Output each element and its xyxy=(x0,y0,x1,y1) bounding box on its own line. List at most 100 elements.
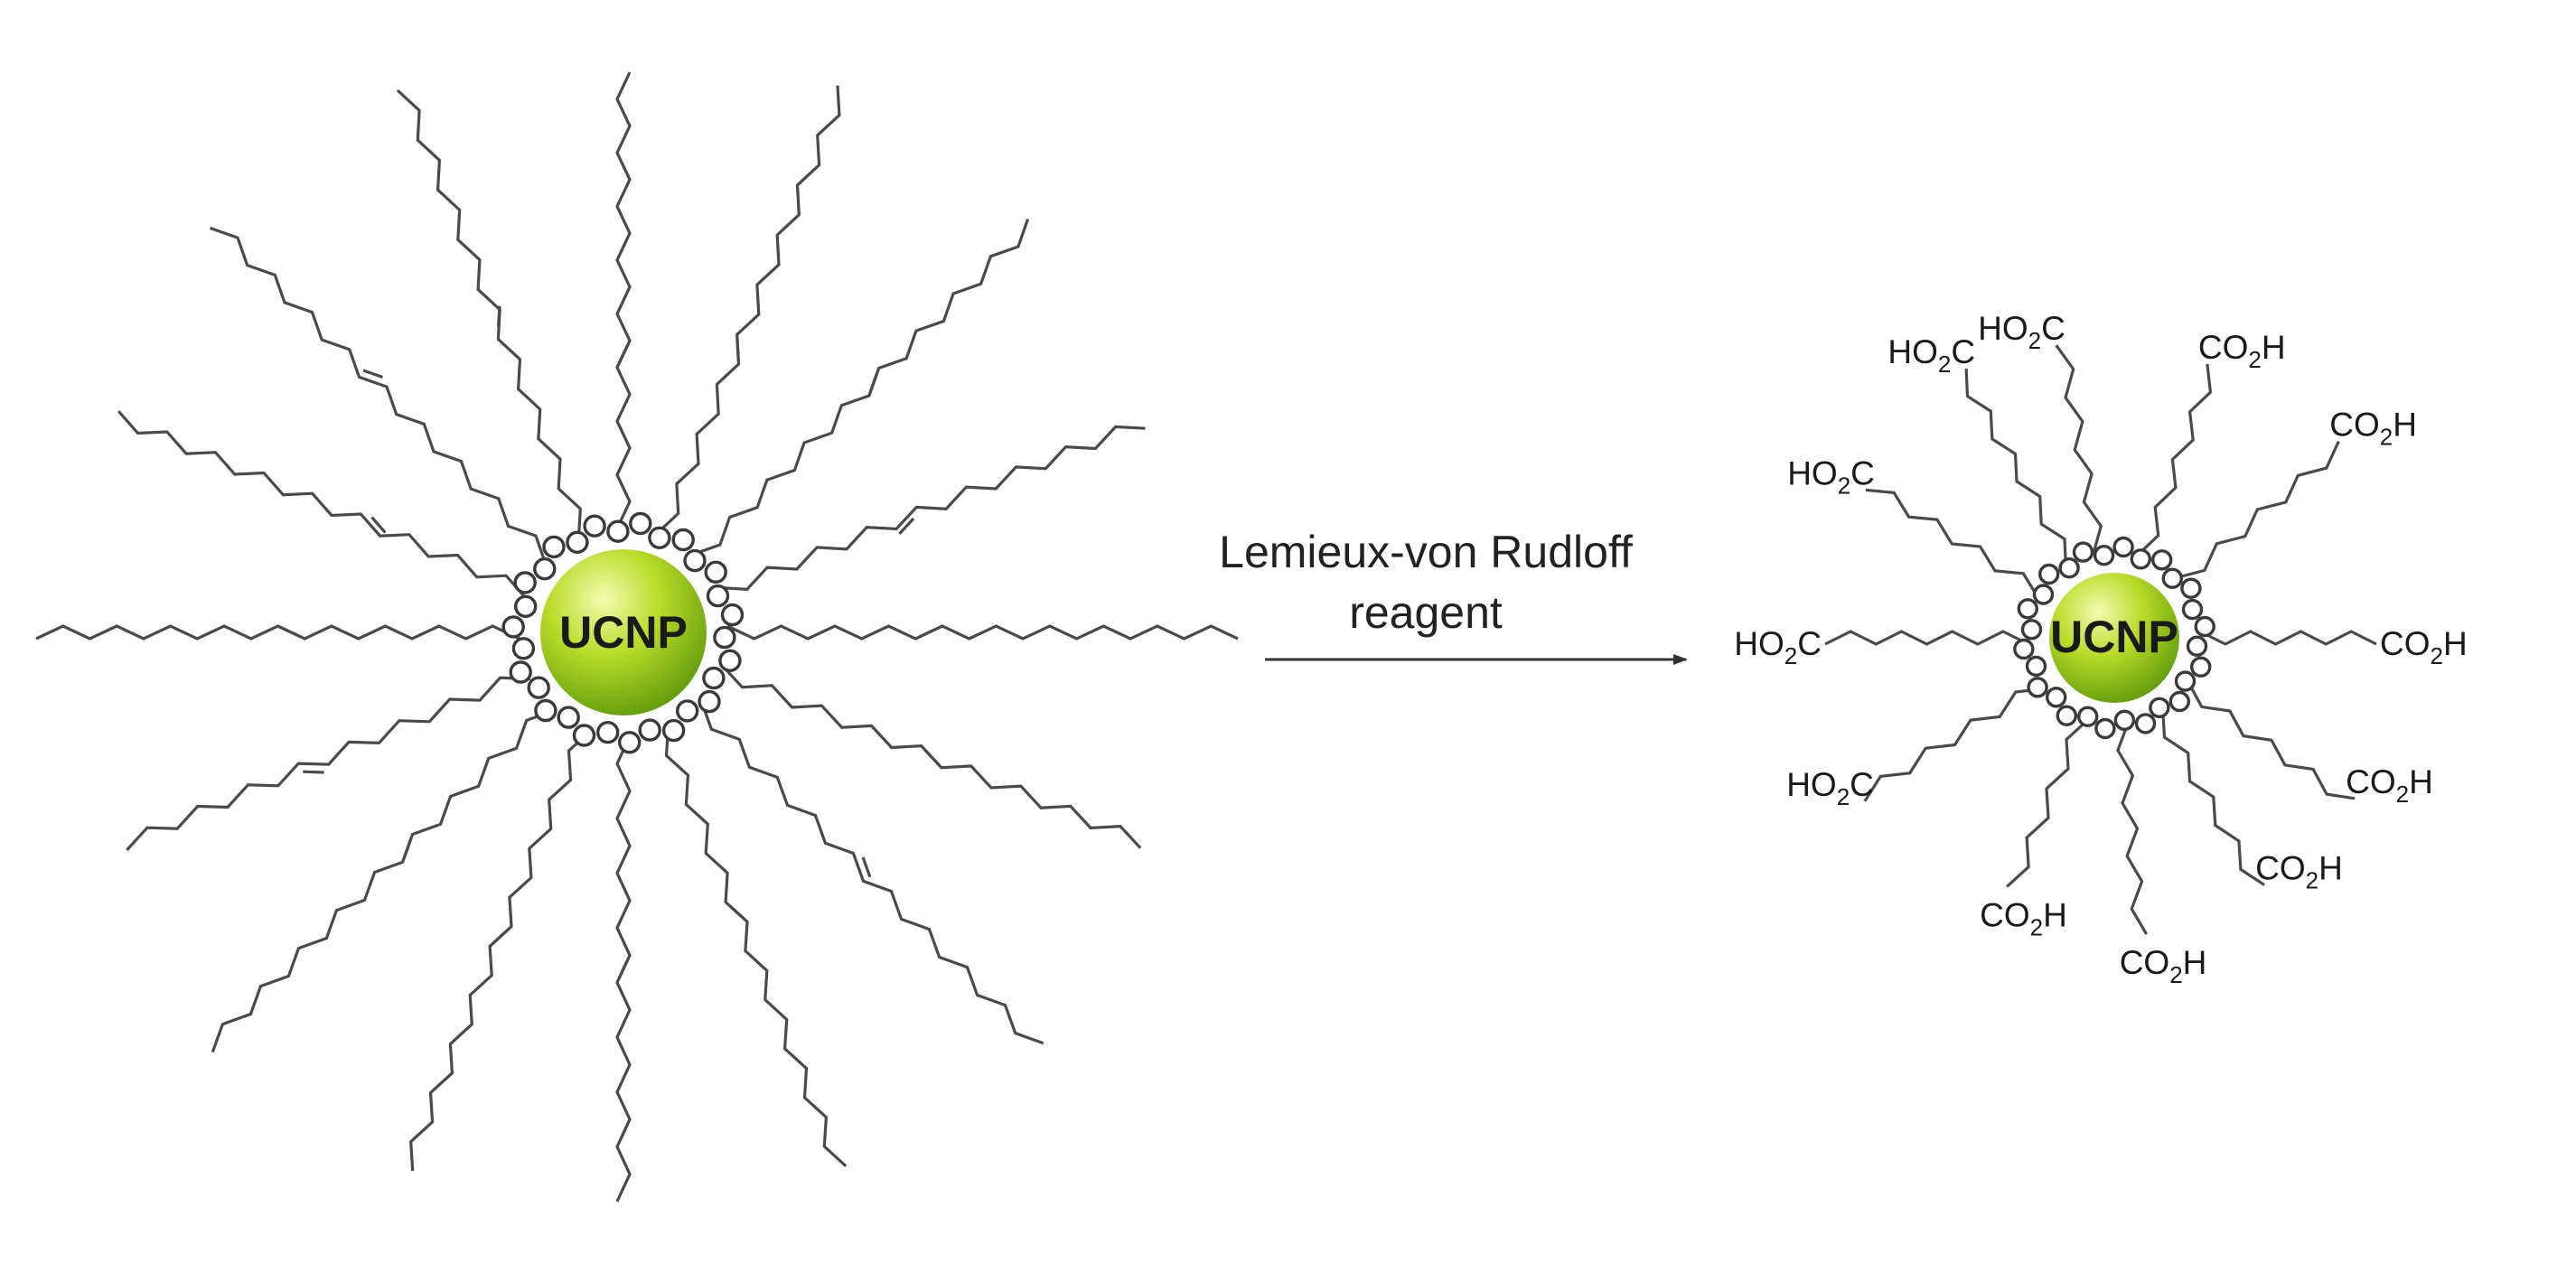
ho2c-group-label: HO2C xyxy=(1734,625,1822,669)
ho2c-group-label: HO2C xyxy=(1978,310,2065,354)
headgroup-bead xyxy=(2180,577,2202,599)
ho2c-group-label: HO2C xyxy=(1786,766,1874,810)
oleate-chain xyxy=(126,676,530,851)
co2h-group-label: CO2H xyxy=(2329,407,2417,451)
reagent-label-line1: Lemieux-von Rudloff xyxy=(1219,527,1633,577)
headgroup-bead xyxy=(2045,687,2067,708)
headgroup-bead xyxy=(2058,557,2080,579)
headgroup-bead xyxy=(720,603,745,627)
oleate-chain xyxy=(717,425,1146,591)
double-bond xyxy=(497,305,501,327)
headgroup-bead xyxy=(698,689,721,714)
headgroup-bead xyxy=(2017,598,2039,620)
headgroup-bead xyxy=(2130,548,2152,570)
headgroup-bead xyxy=(534,698,557,723)
headgroup-bead xyxy=(2149,697,2170,718)
headgroup-bead xyxy=(618,731,642,754)
double-bond xyxy=(918,626,940,639)
headgroup-bead xyxy=(683,548,707,573)
oleate-chain xyxy=(117,410,527,599)
co2h-group-label: CO2H xyxy=(2198,329,2286,373)
headgroup-bead xyxy=(542,535,566,559)
headgroup-bead xyxy=(2027,677,2048,698)
headgroup-bead xyxy=(2161,567,2184,589)
left-ucnp-sphere xyxy=(540,549,707,716)
double-bond xyxy=(923,748,940,766)
headgroup-bead xyxy=(501,615,525,639)
headgroup-bead xyxy=(2174,670,2197,692)
headgroup-bead xyxy=(572,724,596,747)
headgroup-bead xyxy=(2181,598,2204,621)
oleate-chain xyxy=(664,725,848,1167)
right-ucnp-sphere xyxy=(2049,573,2179,703)
carboxylate-chain xyxy=(1865,488,2040,599)
double-bond xyxy=(281,626,302,639)
right-headgroup-beads xyxy=(2013,536,2215,740)
headgroup-bead xyxy=(2189,656,2212,678)
headgroup-bead xyxy=(606,519,630,543)
headgroup-bead xyxy=(583,514,606,538)
headgroup-bead xyxy=(648,526,671,549)
headgroup-bead xyxy=(2169,690,2191,713)
headgroup-bead xyxy=(2113,709,2136,731)
co2h-group-label: CO2H xyxy=(1980,897,2067,941)
headgroup-bead xyxy=(2013,638,2035,660)
headgroup-bead xyxy=(718,649,742,672)
headgroup-bead xyxy=(2194,615,2215,638)
headgroup-bead xyxy=(2112,536,2134,558)
oleate-chain xyxy=(211,708,556,1053)
headgroup-bead xyxy=(706,584,730,608)
co2h-group-label: CO2H xyxy=(2120,944,2207,988)
double-bond xyxy=(861,856,872,878)
ho2c-group-label: HO2C xyxy=(1888,333,1975,378)
headgroup-bead xyxy=(2025,655,2047,678)
headgroup-bead xyxy=(533,557,557,581)
double-bond xyxy=(617,343,630,364)
carboxylate-chain xyxy=(2006,718,2089,888)
double-bond xyxy=(370,516,387,534)
headgroup-bead xyxy=(629,511,652,536)
headgroup-bead xyxy=(509,660,532,684)
carboxylate-chain xyxy=(1824,630,2029,646)
left-headgroup-beads xyxy=(501,511,745,754)
headgroup-bead xyxy=(2056,705,2078,726)
double-bond xyxy=(492,928,510,945)
double-bond xyxy=(617,959,630,979)
headgroup-bead xyxy=(2072,541,2094,563)
double-bond xyxy=(402,837,413,859)
right-ucnp-label: UCNP xyxy=(2050,612,2178,662)
oleate-chain xyxy=(726,624,1239,641)
headgroup-bead xyxy=(702,666,726,690)
headgroup-bead xyxy=(2032,584,2055,605)
carboxylate-chain xyxy=(1863,687,2046,802)
right-nanoparticle: UCNP xyxy=(2049,573,2179,703)
headgroup-bead xyxy=(557,706,580,729)
oleate-chain xyxy=(615,71,632,529)
oleate-chain xyxy=(35,624,520,641)
oleate-chain xyxy=(396,89,582,539)
carboxylate-chain xyxy=(1964,369,2067,567)
oleate-chain xyxy=(409,730,592,1172)
co2h-group-label: CO2H xyxy=(2255,850,2343,894)
double-bond xyxy=(362,369,383,379)
carboxylic-acid-end-groups: HO2CHO2CHO2CHO2CHO2CCO2HCO2HCO2HCO2HCO2H… xyxy=(1734,310,2467,988)
left-nanoparticle: UCNP xyxy=(540,549,707,716)
headgroup-bead xyxy=(676,699,699,723)
carboxylate-chain xyxy=(2116,722,2149,935)
headgroup-bead xyxy=(671,528,695,552)
left-oleate-chains xyxy=(35,71,1239,1202)
double-bond xyxy=(727,903,745,921)
oleate-chain xyxy=(699,700,1044,1045)
headgroup-bead xyxy=(566,530,589,554)
headgroup-bead xyxy=(511,637,536,660)
carboxylate-chain xyxy=(2136,363,2213,556)
headgroup-bead xyxy=(2150,549,2173,571)
reaction-arrow: Lemieux-von Rudloff reagent xyxy=(1219,527,1688,665)
headgroup-bead xyxy=(514,594,538,618)
oleate-chain xyxy=(691,218,1030,556)
headgroup-bead xyxy=(2134,713,2157,734)
oleate-chain xyxy=(655,85,841,535)
co2h-group-label: CO2H xyxy=(2380,625,2468,669)
double-bond xyxy=(868,371,879,392)
